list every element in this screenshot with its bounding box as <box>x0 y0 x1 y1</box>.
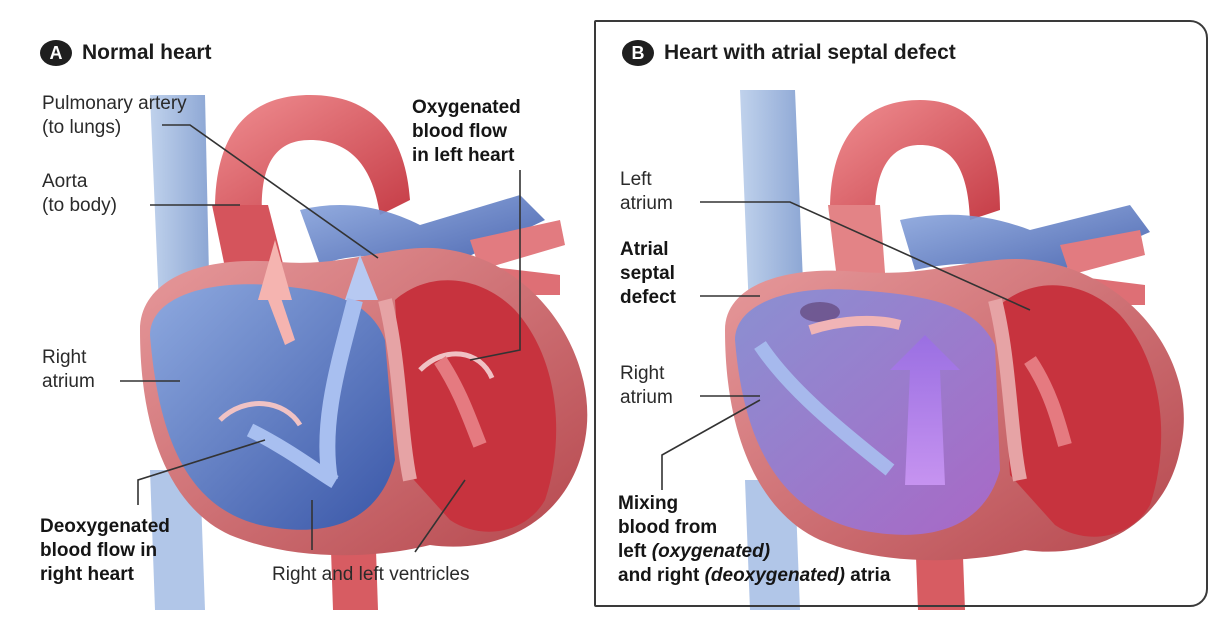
pulmonary-artery-label-line1: Pulmonary artery <box>42 92 187 116</box>
asd-label-line2: septal <box>620 262 676 286</box>
mixing-blood-label: Mixing blood from left (oxygenated) and … <box>618 492 890 588</box>
panel-a-title: A Normal heart <box>40 40 212 66</box>
deoxygenated-flow-label-line2: blood flow in <box>40 539 170 563</box>
asd-label-line1: Atrial <box>620 238 676 262</box>
mixing-label-line3: left (oxygenated) <box>618 540 890 564</box>
mixing-label-line3-text: left <box>618 541 652 562</box>
left-atrium-label-line1: Left <box>620 168 673 192</box>
atrial-septal-defect-label: Atrial septal defect <box>620 238 676 310</box>
panel-a-title-text: Normal heart <box>82 41 212 65</box>
mixing-label-deoxygenated: (deoxygenated) <box>705 565 845 586</box>
mixing-label-line4-end: atria <box>845 565 890 586</box>
mixing-label-oxygenated: (oxygenated) <box>652 541 770 562</box>
right-atrium-label-b: Right atrium <box>620 362 673 410</box>
left-atrium-label: Left atrium <box>620 168 673 216</box>
deoxygenated-flow-label-line1: Deoxygenated <box>40 515 170 539</box>
oxygenated-flow-label-line3: in left heart <box>412 144 521 168</box>
pulmonary-artery-label-line2: (to lungs) <box>42 116 187 140</box>
oxygenated-flow-label: Oxygenated blood flow in left heart <box>412 96 521 168</box>
right-atrium-label-a: Right atrium <box>42 346 95 394</box>
asd-label-line3: defect <box>620 286 676 310</box>
panel-b-title: B Heart with atrial septal defect <box>622 40 956 66</box>
left-atrium-label-line2: atrium <box>620 192 673 216</box>
deoxygenated-flow-label: Deoxygenated blood flow in right heart <box>40 515 170 587</box>
deoxygenated-flow-label-line3: right heart <box>40 563 170 587</box>
right-atrium-label-b-line1: Right <box>620 362 673 386</box>
aorta-label: Aorta (to body) <box>42 170 117 218</box>
mixing-label-line4: and right (deoxygenated) atria <box>618 564 890 588</box>
ventricles-label: Right and left ventricles <box>272 563 470 587</box>
mixing-label-line1: Mixing <box>618 492 890 516</box>
pulmonary-artery-label: Pulmonary artery (to lungs) <box>42 92 187 140</box>
aorta-label-line2: (to body) <box>42 194 117 218</box>
mixing-label-line4-text: and right <box>618 565 705 586</box>
aorta-label-line1: Aorta <box>42 170 117 194</box>
mixing-label-line2: blood from <box>618 516 890 540</box>
panel-b-badge: B <box>622 40 654 66</box>
oxygenated-flow-label-line1: Oxygenated <box>412 96 521 120</box>
right-atrium-label-a-line2: atrium <box>42 370 95 394</box>
normal-heart-illustration <box>120 95 587 610</box>
panel-a-badge: A <box>40 40 72 66</box>
oxygenated-flow-label-line2: blood flow <box>412 120 521 144</box>
panel-b-title-text: Heart with atrial septal defect <box>664 41 956 65</box>
right-atrium-label-b-line2: atrium <box>620 386 673 410</box>
right-atrium-label-a-line1: Right <box>42 346 95 370</box>
